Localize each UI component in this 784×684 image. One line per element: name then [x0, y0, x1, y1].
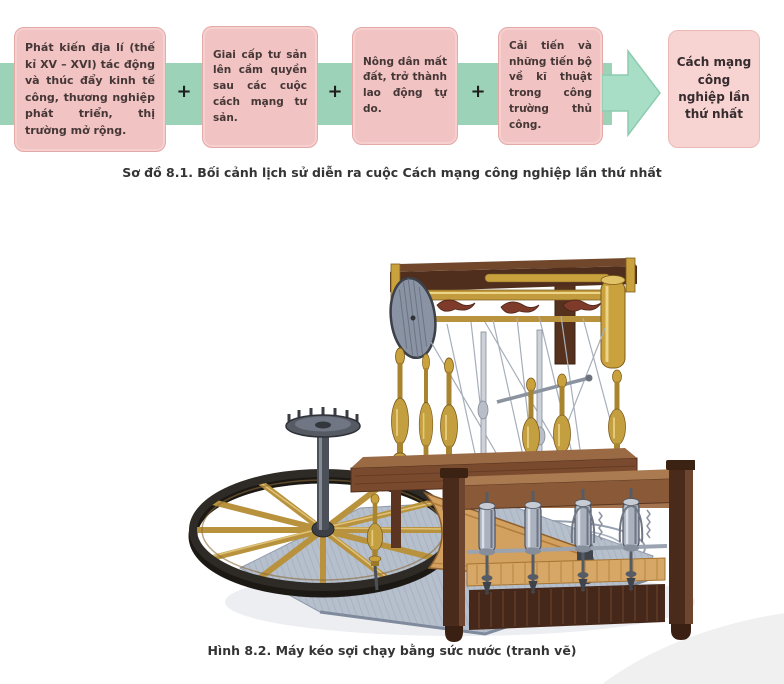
cause-box-3: Nông dân mất đất, trở thành lao động tự …	[352, 27, 458, 145]
cause-box-1: Phát kiến địa lí (thế kỉ XV – XVI) tác đ…	[14, 27, 166, 152]
result-box: Cách mạng công nghiệp lần thứ nhất	[668, 30, 760, 148]
plus-icon: +	[470, 81, 486, 102]
plus-icon: +	[176, 81, 192, 102]
cause-box-4-text: Cải tiến và những tiến bộ về kĩ thuật tr…	[509, 39, 592, 131]
plus-icon: +	[327, 81, 343, 102]
cause-box-4: Cải tiến và những tiến bộ về kĩ thuật tr…	[498, 27, 603, 145]
cause-box-1-text: Phát kiến địa lí (thế kỉ XV – XVI) tác đ…	[25, 41, 155, 137]
water-frame-illustration	[185, 250, 696, 642]
cause-box-2-text: Giai cấp tư sản lên cầm quyền sau các cu…	[213, 48, 307, 124]
flow-diagram: Phát kiến địa lí (thế kỉ XV – XVI) tác đ…	[0, 0, 784, 200]
cause-box-2: Giai cấp tư sản lên cầm quyền sau các cu…	[202, 26, 318, 148]
image-caption: Hình 8.2. Máy kéo sợi chạy bằng sức nước…	[207, 643, 577, 658]
flow-arrow-icon	[601, 43, 662, 143]
diagram-caption: Sơ đồ 8.1. Bối cảnh lịch sử diễn ra cuộc…	[122, 165, 662, 180]
cause-box-3-text: Nông dân mất đất, trở thành lao động tự …	[363, 55, 447, 115]
